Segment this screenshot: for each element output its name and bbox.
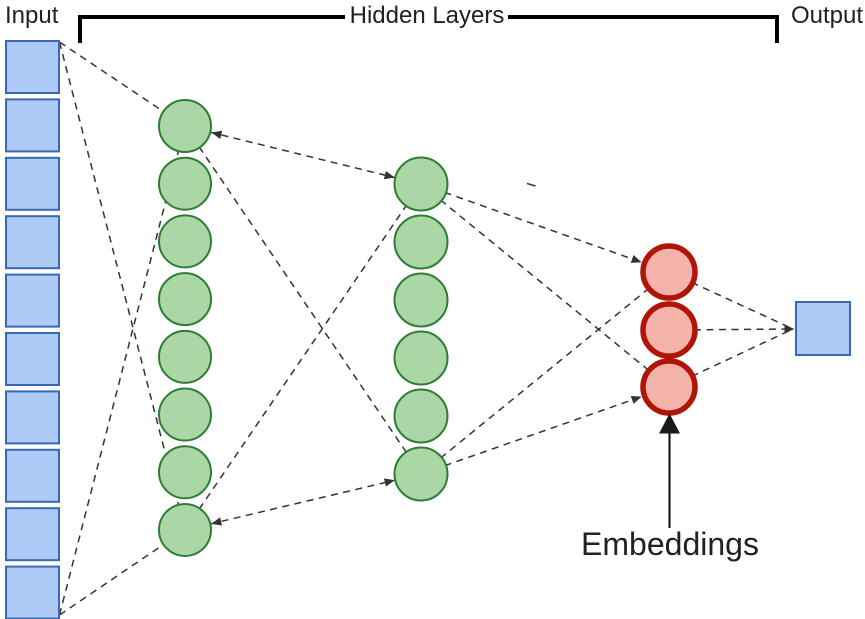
connection-line xyxy=(58,125,186,616)
input-node xyxy=(5,448,60,503)
hidden1-node xyxy=(158,445,212,500)
hidden1-node xyxy=(158,214,212,269)
input-node xyxy=(5,332,60,386)
connection-line xyxy=(668,271,794,330)
hidden1-node xyxy=(158,272,212,327)
connection-line xyxy=(58,41,186,531)
hidden1-node xyxy=(158,156,212,211)
connection-line xyxy=(420,386,670,475)
hidden1-node xyxy=(158,502,212,557)
hidden2-node xyxy=(393,214,449,270)
hidden-layers-label: Hidden Layers xyxy=(349,2,505,29)
input-node xyxy=(5,40,60,94)
input-node xyxy=(5,390,60,445)
embeddings-arrow-head xyxy=(659,413,680,434)
arrowhead xyxy=(383,171,395,180)
input-node xyxy=(5,273,60,328)
arrowhead xyxy=(630,395,642,404)
input-node xyxy=(5,98,60,153)
connection-line xyxy=(668,328,794,331)
arrowhead xyxy=(630,254,642,263)
input-layer-label: Input xyxy=(5,2,59,29)
hidden2-node xyxy=(393,156,449,212)
connection-line xyxy=(184,125,422,475)
embedding-node xyxy=(640,301,698,359)
output-node xyxy=(795,301,851,356)
input-node xyxy=(5,507,60,562)
arrowhead xyxy=(211,517,223,526)
connection-line xyxy=(668,328,794,388)
connection-line xyxy=(420,183,670,273)
hidden2-node xyxy=(393,272,449,328)
hidden2-node xyxy=(393,388,449,444)
connection-line xyxy=(184,125,422,185)
connection-line xyxy=(420,271,670,475)
hidden1-node xyxy=(158,99,212,153)
embedding-node xyxy=(640,243,698,301)
stray-dash xyxy=(526,182,536,187)
output-layer-label: Output xyxy=(791,2,864,29)
arrowhead xyxy=(784,324,795,334)
embeddings-label: Embeddings xyxy=(581,526,759,562)
arrowhead xyxy=(383,478,395,487)
arrowhead xyxy=(211,130,223,139)
input-node xyxy=(5,156,60,211)
connection-line xyxy=(420,183,670,388)
hidden1-node xyxy=(158,387,212,442)
hidden2-node xyxy=(393,446,449,502)
input-node xyxy=(5,565,60,619)
input-node xyxy=(5,215,60,270)
connection-line xyxy=(184,473,422,531)
embedding-node xyxy=(640,358,698,416)
hidden1-node xyxy=(158,329,212,384)
connection-line xyxy=(184,183,422,531)
hidden-layers-bracket xyxy=(78,15,345,43)
hidden-layers-bracket xyxy=(508,15,779,43)
hidden2-node xyxy=(393,330,449,386)
